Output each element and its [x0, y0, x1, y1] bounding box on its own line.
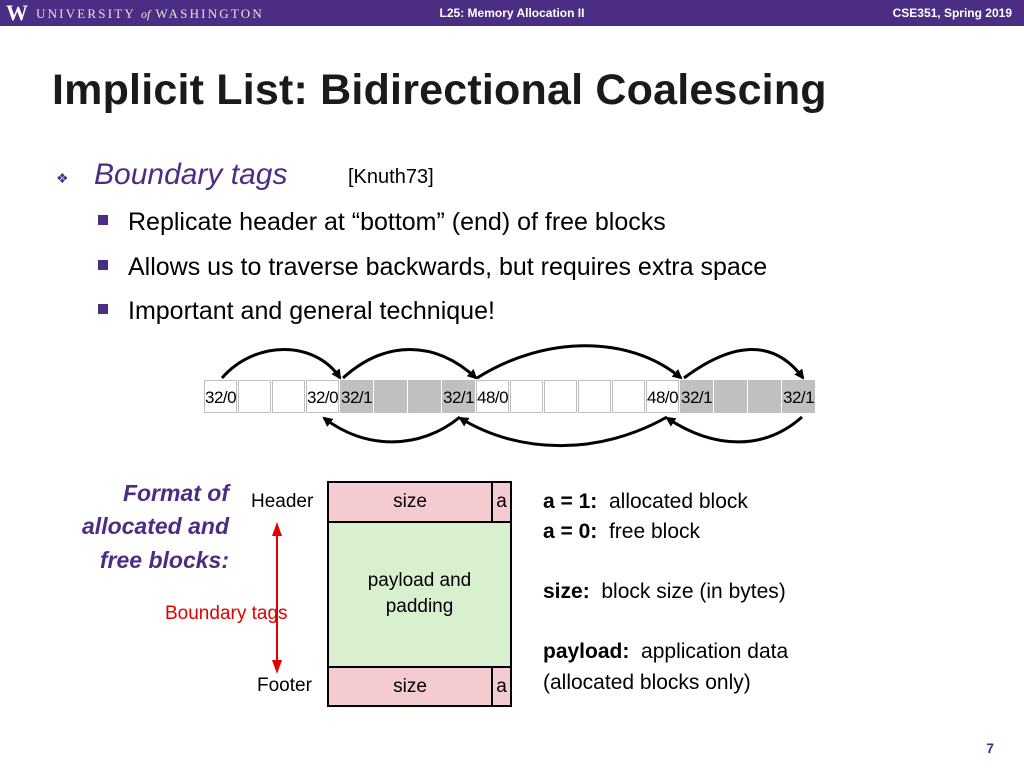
heap-cell: 48/0 — [476, 380, 509, 413]
heap-cell — [272, 380, 305, 413]
footer-label: Footer — [257, 675, 312, 696]
heap-cell — [374, 380, 407, 413]
format-caption-line: allocated and — [82, 513, 229, 539]
forward-arrow — [683, 348, 805, 380]
heap-cell: 32/1 — [340, 380, 373, 413]
forward-arrow — [476, 344, 683, 380]
header-a-text: a — [496, 491, 507, 512]
university-name: UNIVERSITY of WASHINGTON — [36, 6, 264, 21]
heap-cell — [544, 380, 577, 413]
header-bar: W UNIVERSITY of WASHINGTON L25: Memory A… — [0, 0, 1024, 26]
heap-cell — [510, 380, 543, 413]
heap-cell: 32/1 — [442, 380, 475, 413]
square-bullet-icon — [98, 215, 108, 225]
definition-payload: payload: application data — [543, 640, 789, 663]
heap-cell — [238, 380, 271, 413]
payload-field — [327, 521, 512, 668]
lecture-title: L25: Memory Allocation II — [439, 6, 585, 20]
footer-alloc-bit — [491, 666, 512, 707]
sub-bullet-text: Replicate header at “bottom” (end) of fr… — [128, 208, 666, 236]
format-caption-line: Format of — [122, 480, 229, 506]
sub-bullet-text: Important and general technique! — [128, 297, 495, 325]
heap-cell: 32/0 — [204, 380, 237, 413]
heap-cell — [408, 380, 441, 413]
format-caption-line: free blocks: — [99, 547, 229, 573]
square-bullet-icon — [98, 260, 108, 270]
uw-logo: W — [6, 0, 28, 25]
heap-cell: 48/0 — [646, 380, 679, 413]
definition-size: size: block size (in bytes) — [543, 580, 786, 603]
heap-cell — [578, 380, 611, 413]
forward-arrow — [341, 348, 478, 380]
header-size-text: size — [393, 491, 427, 512]
heap-cell: 32/1 — [680, 380, 713, 413]
heap-cell — [748, 380, 781, 413]
definition-payload-note: (allocated blocks only) — [543, 671, 751, 694]
course-label: CSE351, Spring 2019 — [892, 6, 1012, 20]
sub-bullet-text: Allows us to traverse backwards, but req… — [128, 253, 768, 281]
heap-cell: 32/0 — [306, 380, 339, 413]
boundary-tags-label: Boundary tags — [165, 603, 288, 624]
heap-cell — [612, 380, 645, 413]
definition-a1: a = 1: allocated block — [543, 490, 748, 513]
backward-arrow — [458, 415, 668, 448]
bullet-reference: [Knuth73] — [348, 166, 434, 188]
heap-cell — [714, 380, 747, 413]
payload-text: payload and — [367, 570, 472, 591]
footer-size-field — [327, 666, 493, 707]
diamond-bullet-icon: ❖ — [56, 170, 69, 186]
forward-arrow — [220, 348, 342, 380]
backward-arrow — [665, 415, 803, 444]
header-label: Header — [251, 491, 314, 512]
bullet-heading: Boundary tags — [94, 158, 288, 191]
footer-size-text: size — [393, 676, 427, 697]
square-bullet-icon — [98, 304, 108, 314]
header-size-field — [327, 481, 493, 523]
heap-cell: 32/1 — [782, 380, 815, 413]
backward-arrow — [322, 415, 461, 444]
definition-a0: a = 0: free block — [543, 520, 701, 543]
payload-text: padding — [385, 596, 454, 617]
footer-a-text: a — [496, 676, 507, 697]
slide-title: Implicit List: Bidirectional Coalescing — [52, 66, 827, 114]
page-number: 7 — [986, 740, 994, 756]
